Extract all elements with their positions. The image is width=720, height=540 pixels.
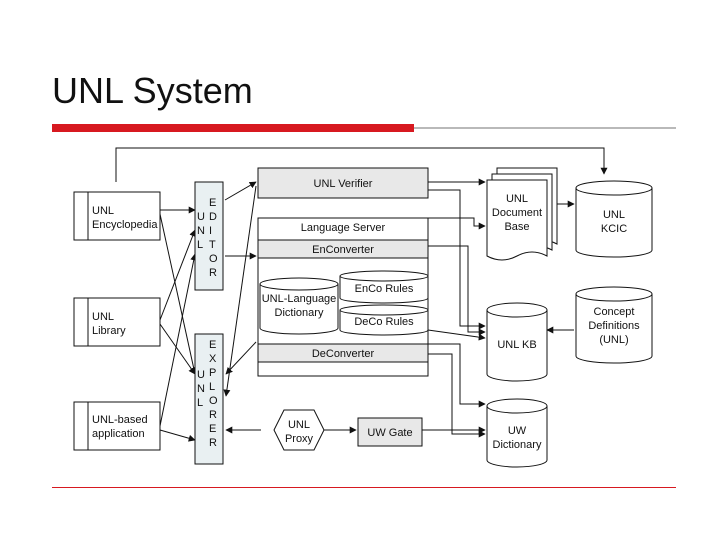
- language-server-label: Language Server: [301, 222, 386, 234]
- unl-verifier: UNL Verifier: [257, 167, 429, 199]
- editor-side-u: U: [197, 211, 205, 223]
- editor-o: O: [209, 253, 218, 265]
- concept-definitions-line3: (UNL): [599, 334, 628, 346]
- enco-rules: EnCo Rules: [339, 270, 429, 304]
- explorer-e: E: [209, 339, 216, 351]
- concept-definitions-line2: Definitions: [588, 320, 640, 332]
- editor-i: I: [209, 225, 212, 237]
- explorer-r1: R: [209, 409, 217, 421]
- uw-dictionary: UW Dictionary: [486, 398, 548, 468]
- verifier-label: UNL Verifier: [314, 178, 373, 190]
- editor-side-n: N: [197, 225, 205, 237]
- app-encyclopedia-line2: Encyclopedia: [92, 219, 158, 231]
- app-application-line2: application: [92, 428, 145, 440]
- uw-gate: UW Gate: [357, 417, 423, 447]
- explorer-r2: R: [209, 437, 217, 449]
- language-dictionary-line1: UNL-Language: [262, 293, 337, 305]
- unl-proxy: UNL Proxy: [273, 409, 325, 451]
- editor-e: E: [209, 197, 216, 209]
- editor-t: T: [209, 239, 216, 251]
- kb-label: UNL KB: [497, 339, 536, 351]
- app-encyclopedia-line1: UNL: [92, 205, 114, 217]
- explorer-x: X: [209, 353, 217, 365]
- language-dictionary-line2: Dictionary: [275, 307, 324, 319]
- document-base-line1: UNL: [506, 193, 528, 205]
- unl-kcic: UNL KCIC: [575, 180, 653, 258]
- title-divider-line: [414, 127, 676, 129]
- document-base-line3: Base: [504, 221, 529, 233]
- uw-dictionary-line1: UW: [508, 425, 527, 437]
- deco-rules: DeCo Rules: [339, 304, 429, 336]
- app-library-line1: UNL: [92, 311, 114, 323]
- editor-d: D: [209, 211, 217, 223]
- unl-system-diagram: UNL Encyclopedia UNL Library UNL-based a…: [64, 134, 658, 482]
- explorer-side-u: U: [197, 369, 205, 381]
- kcic-line1: UNL: [603, 209, 625, 221]
- editor-r: R: [209, 267, 217, 279]
- explorer-side-l: L: [197, 397, 203, 409]
- uw-gate-label: UW Gate: [367, 427, 412, 439]
- slide-title: UNL System: [52, 70, 253, 111]
- connector-lines: [115, 147, 608, 442]
- concept-definitions-line1: Concept: [594, 306, 635, 318]
- deconverter-label: DeConverter: [312, 348, 375, 360]
- explorer-p: P: [209, 367, 216, 379]
- app-application: UNL-based application: [73, 401, 161, 451]
- footer-divider-line: [52, 487, 676, 488]
- enco-rules-label: EnCo Rules: [355, 283, 414, 295]
- document-base: UNL Document Base: [486, 167, 558, 261]
- deco-rules-label: DeCo Rules: [354, 316, 414, 328]
- kcic-line2: KCIC: [601, 223, 627, 235]
- app-library: UNL Library: [73, 297, 161, 347]
- concept-definitions: Concept Definitions (UNL): [575, 286, 653, 364]
- unl-editor: U N L E D I T O R: [194, 181, 224, 291]
- app-library-line2: Library: [92, 325, 126, 337]
- explorer-l: L: [209, 381, 215, 393]
- proxy-line2: Proxy: [285, 433, 314, 445]
- proxy-line1: UNL: [288, 419, 310, 431]
- title-accent-bar: [52, 124, 414, 132]
- explorer-e2: E: [209, 423, 216, 435]
- editor-side-l: L: [197, 239, 203, 251]
- enconverter-label: EnConverter: [312, 244, 374, 256]
- explorer-o: O: [209, 395, 218, 407]
- uw-dictionary-line2: Dictionary: [493, 439, 542, 451]
- app-encyclopedia: UNL Encyclopedia: [73, 191, 161, 241]
- app-application-line1: UNL-based: [92, 414, 148, 426]
- unl-explorer: U N L E X P L O R E R: [194, 333, 224, 465]
- language-dictionary: UNL-Language Dictionary: [259, 277, 339, 335]
- unl-kb: UNL KB: [486, 302, 548, 382]
- explorer-side-n: N: [197, 383, 205, 395]
- document-base-line2: Document: [492, 207, 542, 219]
